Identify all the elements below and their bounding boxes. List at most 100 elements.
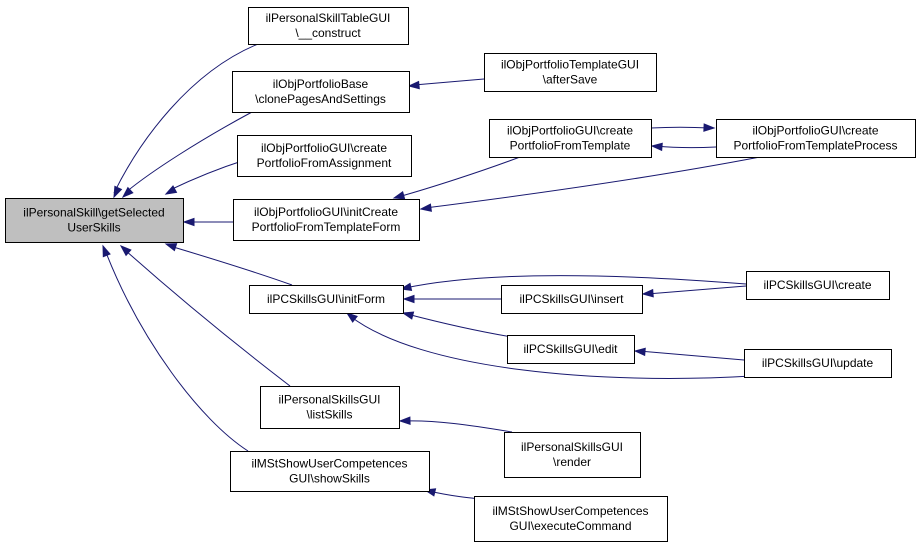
node-psg-render[interactable]: ilPersonalSkillsGUI\render xyxy=(504,432,641,478)
node-box[interactable] xyxy=(260,386,400,429)
node-label-line: PortfolioFromTemplateProcess xyxy=(733,139,897,153)
edge-arrowhead xyxy=(650,142,663,152)
edge-pf_fromtpl-to-pf_initform xyxy=(392,156,521,200)
edge-pftpl_after-to-pfbase xyxy=(407,78,485,90)
edge-arrowhead xyxy=(392,191,406,200)
edge-line xyxy=(403,420,513,433)
edge-arrowhead xyxy=(121,186,134,199)
edge-line xyxy=(104,249,249,452)
edge-pf_fromtpl_proc-to-pf_fromtpl xyxy=(650,142,717,152)
node-box[interactable] xyxy=(501,285,643,314)
edge-layer xyxy=(102,43,761,501)
node-label-line: \clonePagesAndSettings xyxy=(255,92,386,106)
edge-line xyxy=(650,126,711,129)
edge-line xyxy=(169,245,293,286)
edge-pf_assign-to-root xyxy=(164,159,246,195)
edge-line xyxy=(424,156,761,209)
node-box[interactable] xyxy=(504,432,641,478)
node-box[interactable] xyxy=(232,71,410,113)
node-label-line: GUI\executeCommand xyxy=(509,519,631,533)
edge-line xyxy=(646,285,747,295)
node-pcs-create[interactable]: ilPCSkillsGUI\create xyxy=(746,271,890,300)
edge-pcs_initform-to-root xyxy=(164,243,293,286)
node-label-line: ilObjPortfolioGUI\create xyxy=(261,141,387,155)
node-box[interactable] xyxy=(716,119,916,158)
edge-arrowhead xyxy=(703,123,716,132)
edge-arrowhead xyxy=(164,243,178,252)
node-label-line: ilPCSkillsGUI\edit xyxy=(523,342,618,356)
node-label-line: PortfolioFromAssignment xyxy=(257,156,392,170)
node-pstable[interactable]: ilPersonalSkillTableGUI\__construct xyxy=(248,7,409,45)
node-box[interactable] xyxy=(484,53,657,92)
node-pcs-insert[interactable]: ilPCSkillsGUI\insert xyxy=(501,285,643,314)
edge-pcs_insert-to-pcs_initform xyxy=(402,294,501,304)
edge-line xyxy=(404,275,747,289)
node-label-line: \listSkills xyxy=(306,408,352,422)
edge-line xyxy=(169,159,246,191)
node-pf-assign[interactable]: ilObjPortfolioGUI\createPortfolioFromAss… xyxy=(237,135,412,177)
node-pcs-initform[interactable]: ilPCSkillsGUI\initForm xyxy=(249,285,404,314)
node-label-line: \__construct xyxy=(295,26,361,40)
node-pfbase[interactable]: ilObjPortfolioBase\clonePagesAndSettings xyxy=(232,71,410,113)
edge-line xyxy=(113,43,259,194)
node-pftpl-after[interactable]: ilObjPortfolioTemplateGUI\afterSave xyxy=(484,53,657,92)
edge-arrowhead xyxy=(119,245,132,257)
edge-arrowhead xyxy=(113,185,123,199)
node-pf-initform[interactable]: ilObjPortfolioGUI\initCreatePortfolioFro… xyxy=(233,199,420,241)
node-box[interactable] xyxy=(230,451,430,492)
node-box[interactable] xyxy=(233,199,420,241)
node-label-line: ilPCSkillsGUI\create xyxy=(763,278,871,292)
edge-arrowhead xyxy=(345,312,358,323)
node-label-line: ilObjPortfolioBase xyxy=(273,77,369,91)
edge-line xyxy=(413,78,485,86)
node-label-line: ilObjPortfolioGUI\create xyxy=(752,124,878,138)
node-box[interactable] xyxy=(237,135,412,177)
node-label-line: ilObjPortfolioTemplateGUI xyxy=(501,58,639,72)
node-pf-fromtpl-proc[interactable]: ilObjPortfolioGUI\createPortfolioFromTem… xyxy=(716,119,916,158)
node-label-line: ilObjPortfolioGUI\initCreate xyxy=(254,205,398,219)
node-label-line: PortfolioFromTemplateForm xyxy=(252,220,401,234)
node-mst-exec[interactable]: ilMStShowUserCompetencesGUI\executeComma… xyxy=(474,496,668,542)
node-box[interactable] xyxy=(744,349,892,378)
node-box[interactable] xyxy=(248,7,409,45)
node-box[interactable] xyxy=(507,335,635,364)
edge-line xyxy=(406,313,513,338)
edge-arrowhead xyxy=(164,185,178,195)
edge-line xyxy=(638,350,745,361)
edge-pcs_update-to-pcs_initform xyxy=(345,312,753,379)
edge-pf_fromtpl-to-pf_fromtpl_proc xyxy=(650,123,716,132)
node-label-line: ilPersonalSkillsGUI xyxy=(521,440,623,454)
node-label-line: ilPCSkillsGUI\insert xyxy=(519,292,624,306)
node-label-line: ilPersonalSkillTableGUI xyxy=(266,11,391,25)
edge-arrowhead xyxy=(398,416,411,426)
edge-line xyxy=(124,249,291,387)
edge-line xyxy=(397,156,521,198)
node-label-line: UserSkills xyxy=(67,221,120,235)
edge-arrowhead xyxy=(633,347,646,357)
edge-line xyxy=(655,145,717,149)
node-box[interactable] xyxy=(489,119,652,158)
edge-pfbase-to-root xyxy=(121,111,253,199)
node-pcs-update[interactable]: ilPCSkillsGUI\update xyxy=(744,349,892,378)
node-label-line: PortfolioFromTemplate xyxy=(510,139,631,153)
node-pf-fromtpl[interactable]: ilObjPortfolioGUI\createPortfolioFromTem… xyxy=(489,119,652,158)
node-label-line: ilMStShowUserCompetences xyxy=(492,504,648,518)
node-label-line: ilPersonalSkillsGUI xyxy=(278,393,380,407)
edge-arrowhead xyxy=(402,294,415,304)
node-box[interactable] xyxy=(474,496,668,542)
node-label-line: ilPCSkillsGUI\update xyxy=(762,356,874,370)
node-psg-list[interactable]: ilPersonalSkillsGUI\listSkills xyxy=(260,386,400,429)
edge-pcs_edit-to-pcs_initform xyxy=(401,311,513,338)
edge-arrowhead xyxy=(407,80,420,90)
node-box[interactable] xyxy=(249,285,404,314)
node-pcs-edit[interactable]: ilPCSkillsGUI\edit xyxy=(507,335,635,364)
node-box[interactable] xyxy=(5,198,184,243)
node-box[interactable] xyxy=(746,271,890,300)
edge-psg_list-to-root xyxy=(119,245,291,387)
edge-pstable-to-root xyxy=(113,43,259,199)
edge-pcs_update-to-pcs_edit xyxy=(633,347,745,361)
